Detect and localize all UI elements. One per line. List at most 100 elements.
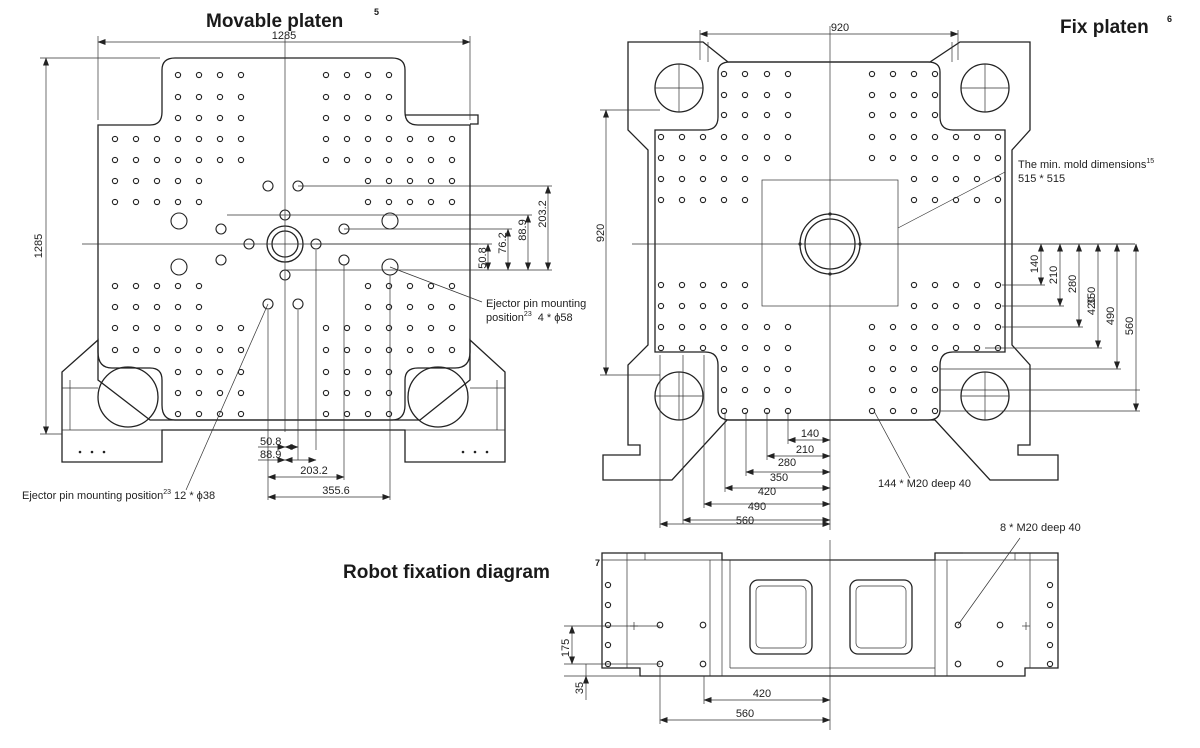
tapped-hole — [174, 324, 182, 332]
tapped-hole — [931, 365, 939, 373]
tapped-hole — [132, 282, 140, 290]
ejector-hole-large — [170, 258, 188, 276]
tapped-hole — [868, 323, 876, 331]
tapped-hole — [720, 386, 728, 394]
tapped-hole — [657, 133, 665, 141]
robot-dim-175: 175 — [560, 639, 572, 657]
tapped-hole — [195, 389, 203, 397]
tapped-hole — [237, 135, 245, 143]
tapped-hole — [385, 389, 393, 397]
tapped-hole — [343, 389, 351, 397]
tapped-hole — [237, 346, 245, 354]
tapped-hole — [406, 156, 414, 164]
tapped-hole — [720, 344, 728, 352]
tapped-hole — [910, 70, 918, 78]
tapped-hole — [174, 389, 182, 397]
tapped-hole — [973, 196, 981, 204]
ejector-hole-large — [381, 212, 399, 230]
tapped-hole — [763, 154, 771, 162]
tapped-hole — [132, 324, 140, 332]
tapped-hole — [385, 324, 393, 332]
tapped-hole — [216, 389, 224, 397]
movable-height-dim: 1285 — [33, 234, 45, 258]
tapped-hole — [111, 198, 119, 206]
robot-window-left — [749, 579, 813, 655]
ejector-hole-large — [170, 212, 188, 230]
tapped-hole — [910, 281, 918, 289]
tapped-hole — [385, 71, 393, 79]
tapped-hole — [910, 344, 918, 352]
tapped-hole — [385, 177, 393, 185]
tapped-hole — [216, 93, 224, 101]
tapped-hole — [385, 368, 393, 376]
fix-rdim-420: 420 — [1086, 297, 1098, 315]
tapped-hole — [385, 282, 393, 290]
tapped-hole — [763, 91, 771, 99]
tapped-hole — [784, 111, 792, 119]
tapped-hole — [385, 198, 393, 206]
tapped-hole — [111, 346, 119, 354]
tapped-hole — [132, 177, 140, 185]
tapped-hole — [910, 365, 918, 373]
fix-rdim-280: 280 — [1067, 275, 1079, 293]
tapped-hole — [931, 70, 939, 78]
tapped-hole — [763, 386, 771, 394]
tapped-hole — [678, 175, 686, 183]
dim-bottom-355-6: 355.6 — [322, 485, 350, 497]
robot-fixation-drawing: Robot fixation diagram 7 — [343, 522, 1081, 730]
tapped-hole — [741, 302, 749, 310]
tapped-hole — [678, 196, 686, 204]
movable-platen-base — [61, 338, 506, 463]
tapped-hole — [364, 114, 372, 122]
tapped-hole — [322, 71, 330, 79]
movable-platen-title: Movable platen — [206, 11, 343, 32]
tapped-hole — [153, 198, 161, 206]
tapped-hole — [174, 368, 182, 376]
tapped-hole — [385, 303, 393, 311]
tapped-hole — [237, 324, 245, 332]
movable-platen-drawing: Movable platen 5 — [22, 7, 586, 502]
tapped-hole — [343, 368, 351, 376]
tapped-hole — [406, 346, 414, 354]
tapped-hole — [699, 196, 707, 204]
tapped-hole — [763, 323, 771, 331]
fix-rdim-350: 350 — [1086, 287, 1098, 305]
ejector-note-line1: Ejector pin mounting — [486, 298, 586, 310]
tapped-hole — [889, 91, 897, 99]
tapped-hole — [741, 407, 749, 415]
tapped-hole — [868, 70, 876, 78]
tapped-hole — [448, 303, 456, 311]
tapped-hole — [111, 303, 119, 311]
tapped-hole — [132, 346, 140, 354]
tapped-hole — [174, 71, 182, 79]
tapped-hole — [656, 621, 664, 629]
tapped-hole — [889, 407, 897, 415]
tapped-hole — [322, 389, 330, 397]
tapped-hole — [343, 93, 351, 101]
tapped-hole — [364, 198, 372, 206]
tapped-hole — [763, 70, 771, 78]
tapped-hole — [448, 198, 456, 206]
tapped-hole — [952, 133, 960, 141]
tapped-hole — [910, 111, 918, 119]
tapped-hole — [427, 156, 435, 164]
tapped-hole — [364, 177, 372, 185]
tapped-hole — [448, 135, 456, 143]
tapped-hole — [195, 303, 203, 311]
tapped-hole — [699, 133, 707, 141]
fix-rdim-210: 210 — [1048, 266, 1060, 284]
tapped-hole — [406, 198, 414, 206]
tapped-hole — [931, 344, 939, 352]
tapped-hole — [952, 175, 960, 183]
tapped-hole — [720, 407, 728, 415]
tapped-hole — [427, 198, 435, 206]
tapped-hole — [699, 323, 707, 331]
tapped-hole — [195, 93, 203, 101]
tapped-hole — [931, 175, 939, 183]
tapped-hole — [763, 133, 771, 141]
tapped-hole — [889, 111, 897, 119]
tapped-hole — [385, 156, 393, 164]
tapped-hole — [720, 154, 728, 162]
tapped-hole — [343, 135, 351, 143]
